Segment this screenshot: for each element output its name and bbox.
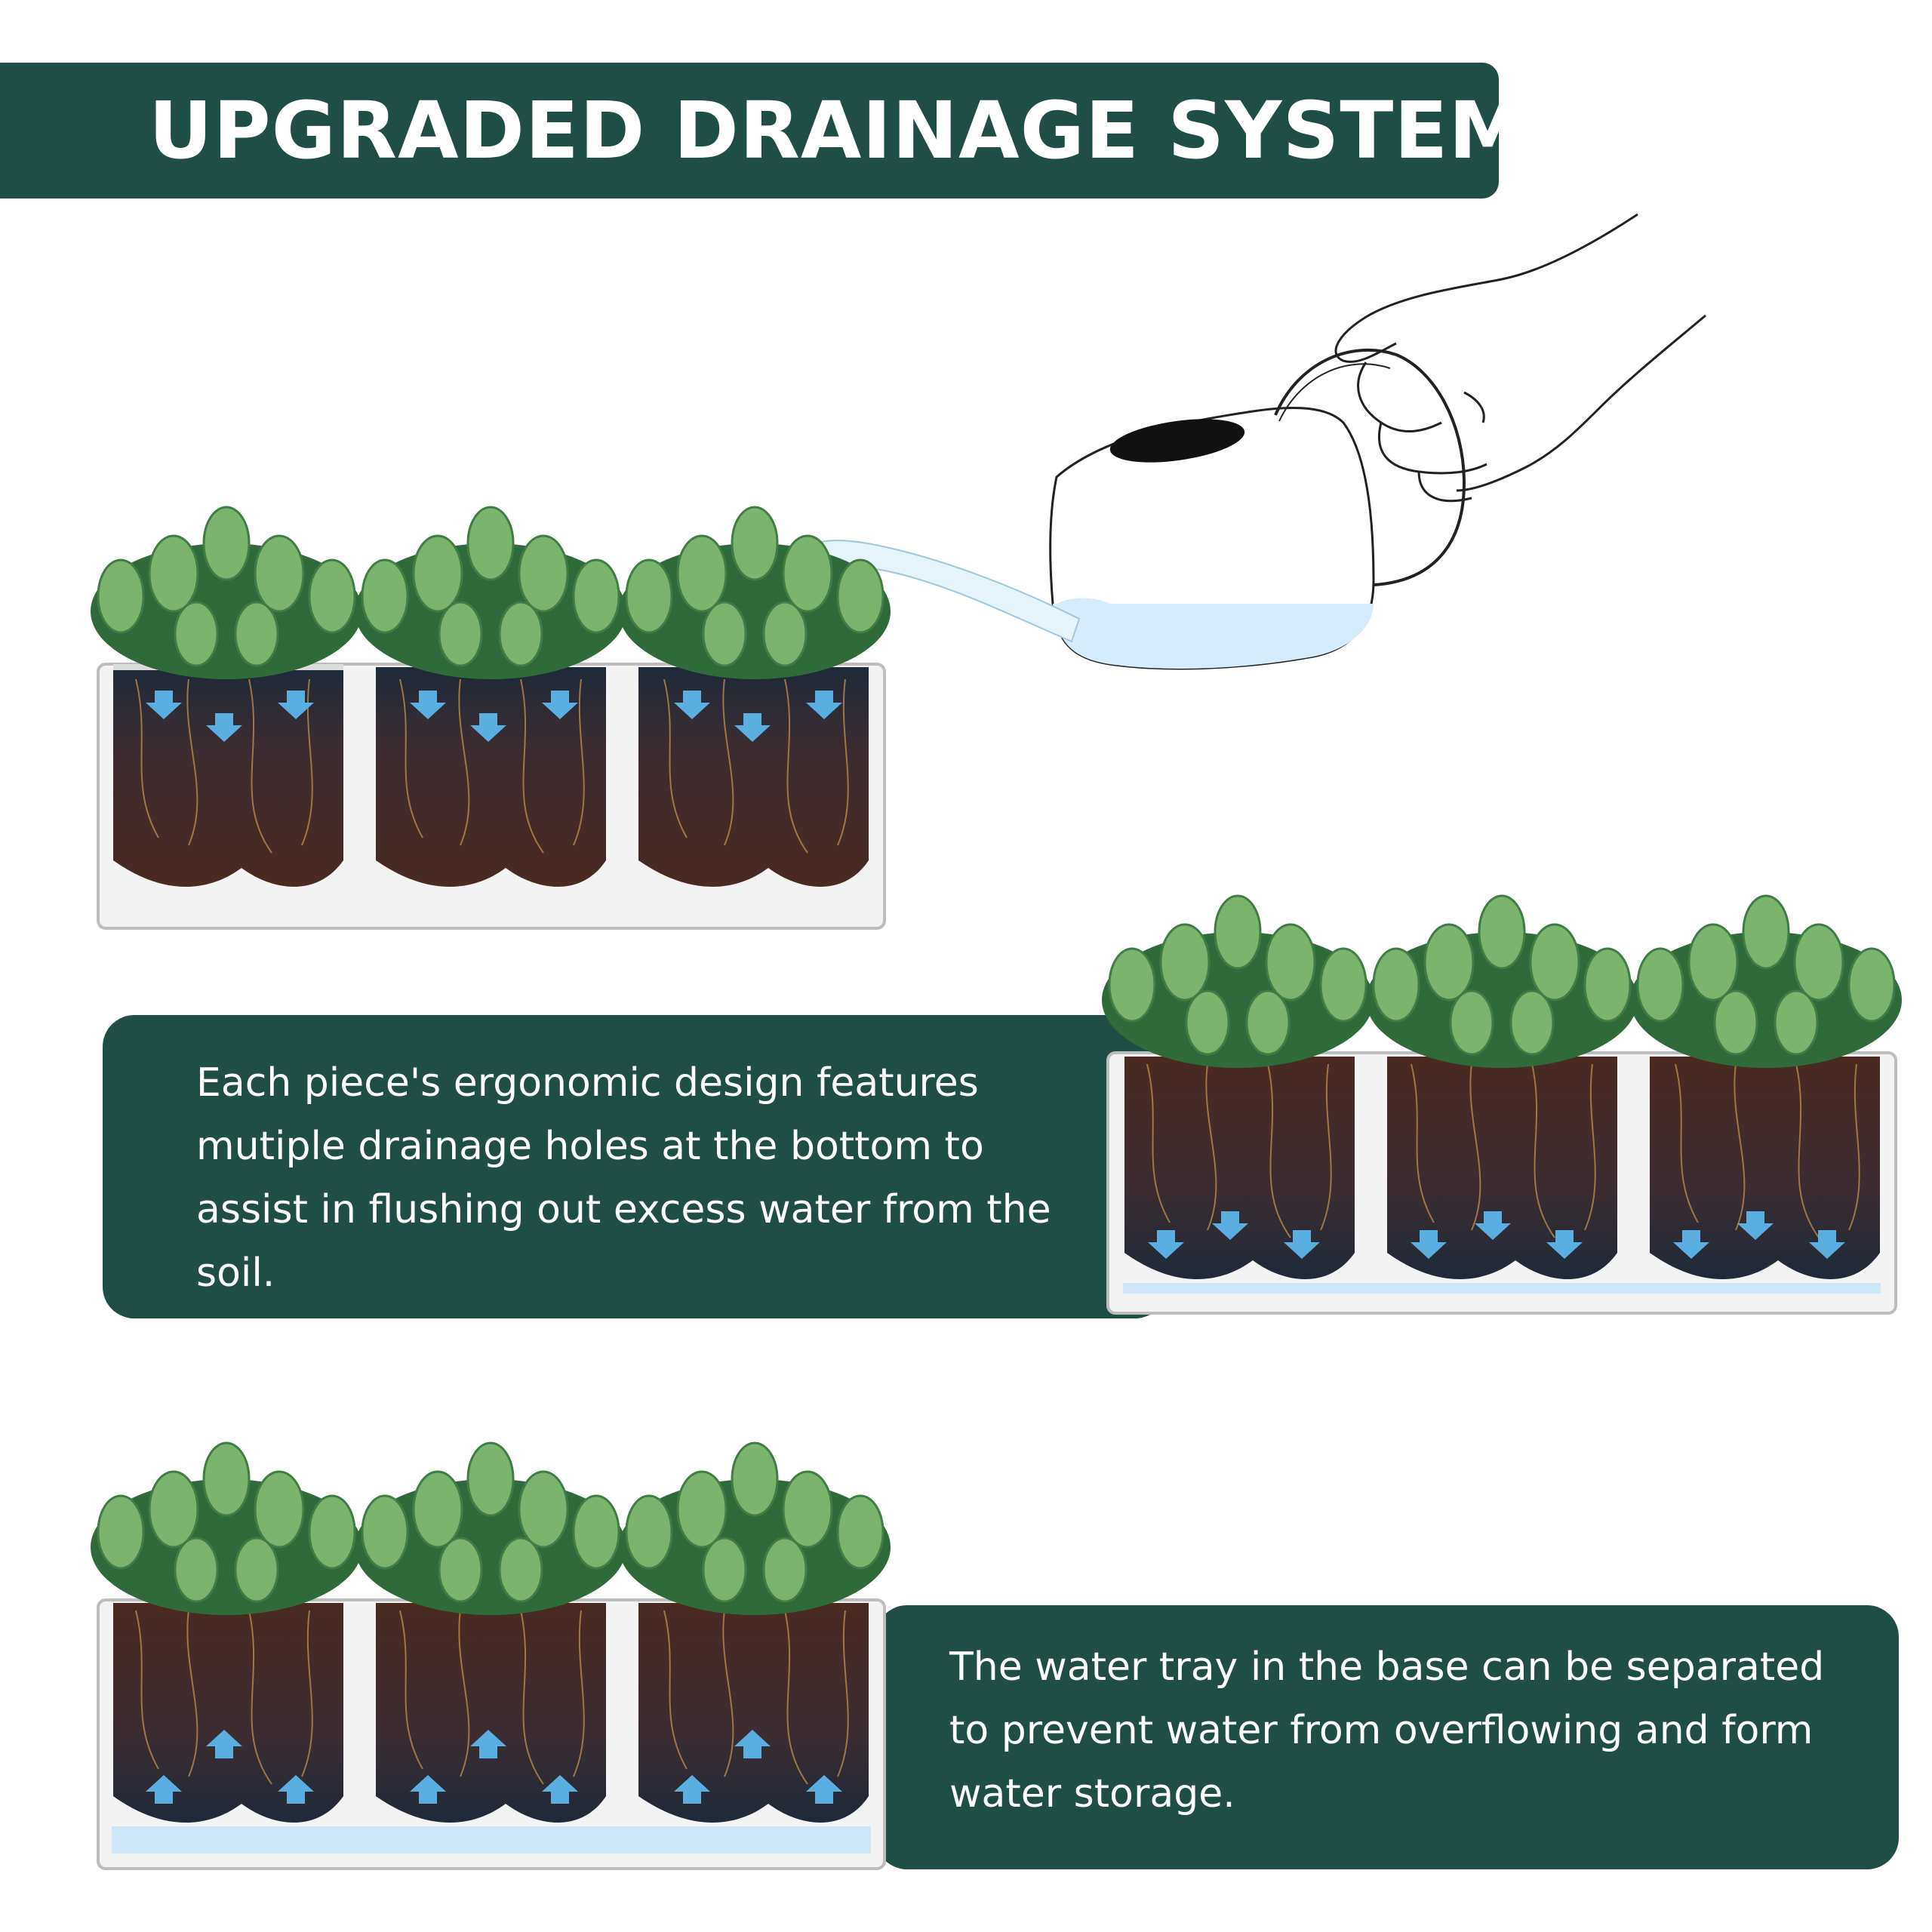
roots-middle <box>1146 1063 1860 1238</box>
roots-bottom <box>135 1610 849 1785</box>
roots-top <box>135 678 849 854</box>
pot-3 <box>1650 1057 1880 1279</box>
pot-1 <box>1124 1057 1355 1279</box>
plants-middle <box>1102 894 1902 1068</box>
pot-3 <box>638 1603 869 1823</box>
title-banner: UPGRADED DRAINAGE SYSTEM <box>0 63 1527 198</box>
drainage-holes-description: Each piece's ergonomic design features m… <box>196 1060 1051 1296</box>
pot-2 <box>376 667 606 887</box>
hand-icon <box>1334 213 1706 503</box>
plants-top <box>91 506 891 679</box>
pot-3 <box>638 667 869 887</box>
page-title: UPGRADED DRAINAGE SYSTEM <box>149 85 1527 177</box>
drainage-holes-card: Each piece's ergonomic design features m… <box>103 1015 1167 1318</box>
water-tray-description: The water tray in the base can be separa… <box>949 1644 1825 1817</box>
pot-2 <box>1387 1057 1617 1279</box>
pot-1 <box>113 1603 343 1823</box>
water-tray-card: The water tray in the base can be separa… <box>875 1605 1899 1869</box>
arrow-down-icon <box>146 691 842 742</box>
plants-bottom <box>91 1441 891 1615</box>
arrow-up-icon <box>146 1730 842 1804</box>
arrow-down-icon <box>1148 1211 1845 1259</box>
pot-2 <box>376 1603 606 1823</box>
